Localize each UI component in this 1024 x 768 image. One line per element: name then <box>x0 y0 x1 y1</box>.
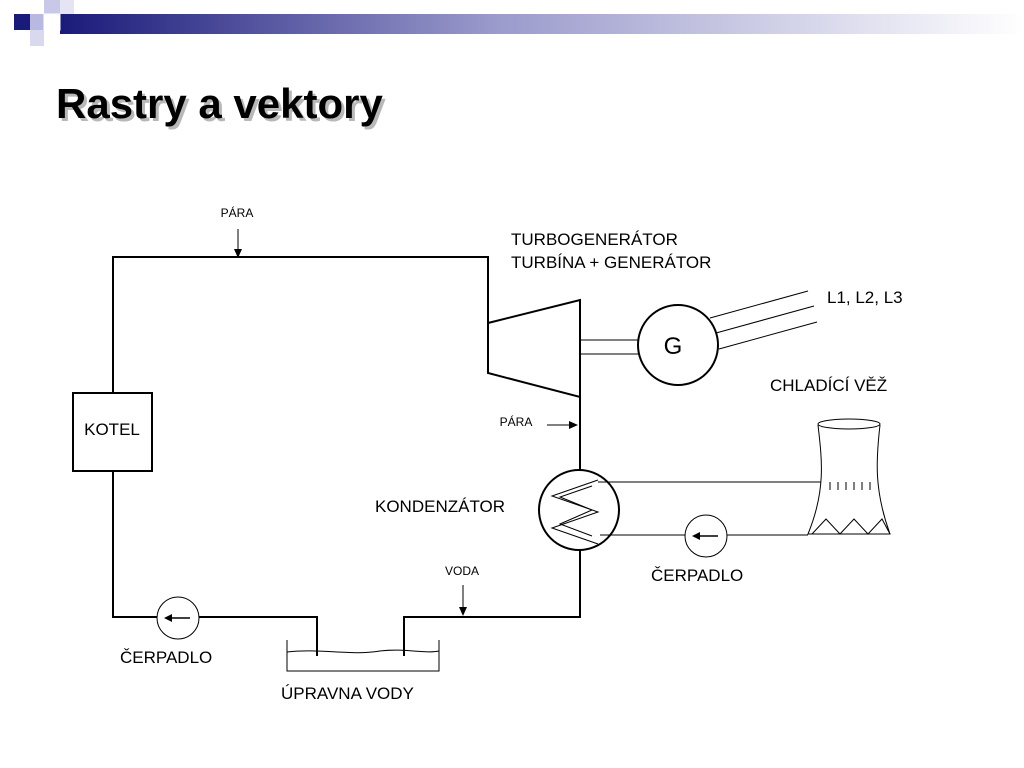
phase-line-2 <box>715 305 815 334</box>
cooling-tower-label: CHLADÍCÍ VĚŽ <box>770 376 887 395</box>
generator-circle <box>637 304 719 386</box>
condenser-coil <box>550 479 600 545</box>
pump-right-label: ČERPADLO <box>651 566 743 585</box>
treatment-outlet-pipe <box>403 550 581 656</box>
slide-title: Rastry a vektory <box>56 80 383 127</box>
water-label: VODA <box>445 564 479 578</box>
turbogenerator-label: TURBOGENERÁTOR <box>511 230 678 249</box>
boiler-return-pipe <box>112 471 157 618</box>
water-treatment-label: ÚPRAVNA VODY <box>281 684 414 703</box>
boiler-box <box>72 392 153 472</box>
condenser-label: KONDENZÁTOR <box>375 497 505 516</box>
phase-line-3 <box>718 321 818 350</box>
cooling-tower-outline <box>807 424 891 535</box>
steam-condenser-label: PÁRA <box>500 414 533 429</box>
cooling-tower-base <box>811 518 891 535</box>
water-arrow <box>459 585 467 616</box>
steam-top-arrow <box>234 229 242 258</box>
steam-top-label: PÁRA <box>221 205 254 220</box>
pump-left-label: ČERPADLO <box>120 648 212 667</box>
pump-left-outlet-pipe <box>199 616 318 656</box>
water-treatment-surface <box>286 649 440 654</box>
steam-condenser-arrow <box>547 421 578 429</box>
phases-label: L1, L2, L3 <box>827 288 903 307</box>
cooling-tower-top <box>817 418 881 430</box>
water-treatment-tank <box>286 640 440 672</box>
pump-right-arrow-icon <box>692 532 718 540</box>
turbine-shape <box>487 298 581 399</box>
steam-pipe-top <box>112 256 489 393</box>
condenser-coil-inner <box>558 485 594 537</box>
header-decoration <box>14 0 1024 46</box>
phase-line-1 <box>709 290 809 319</box>
cooling-tower-spray-ticks <box>829 482 871 490</box>
pump-left-arrow-icon <box>164 614 190 622</box>
generator-label: G <box>664 333 683 360</box>
boiler-label: KOTEL <box>84 420 140 439</box>
turbine-generator-label: TURBÍNA + GENERÁTOR <box>511 253 711 272</box>
